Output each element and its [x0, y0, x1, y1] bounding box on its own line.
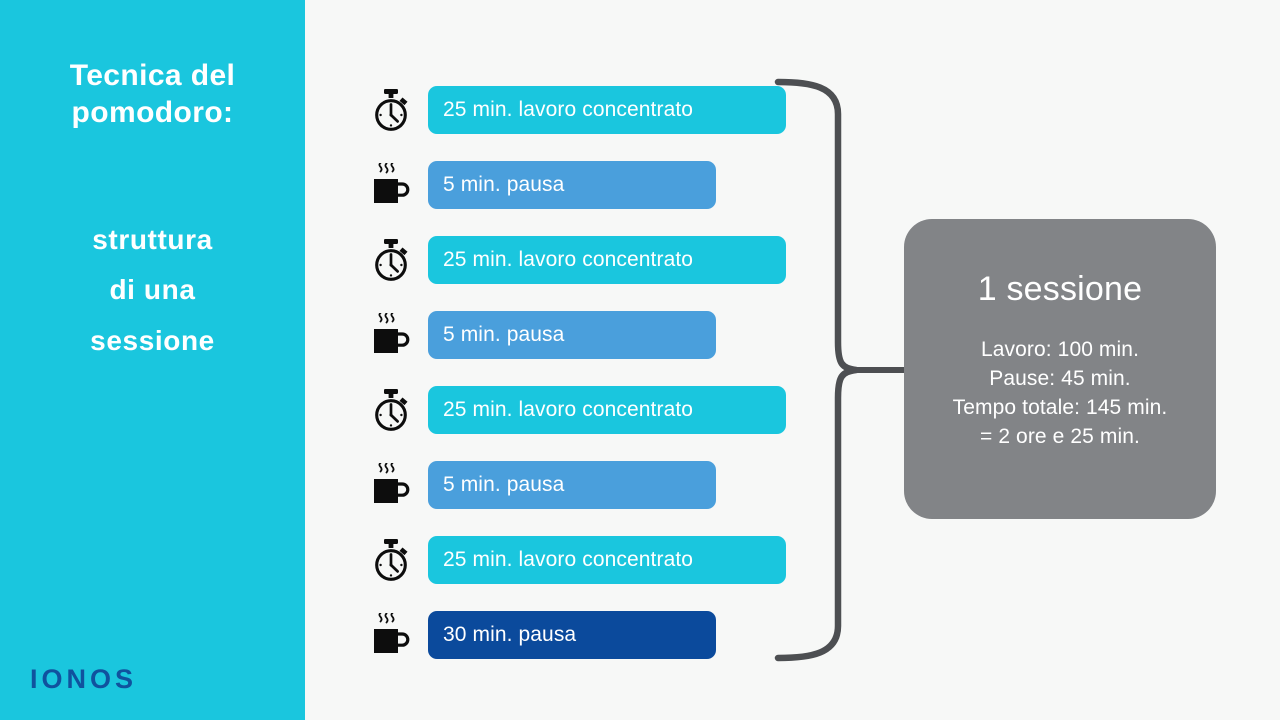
page-subtitle: struttura di una sessione	[0, 215, 305, 366]
list-item: 25 min. lavoro concentrato	[368, 84, 786, 136]
ionos-logo: IONOS	[30, 664, 138, 694]
summary-stat-total: Tempo totale: 145 min.	[952, 395, 1168, 419]
list-item: 25 min. lavoro concentrato	[368, 234, 786, 286]
schedule-bar-work: 25 min. lavoro concentrato	[428, 536, 786, 584]
schedule-list: 25 min. lavoro concentrato 5 min. pausa	[368, 84, 786, 684]
schedule-bar-work: 25 min. lavoro concentrato	[428, 386, 786, 434]
summary-card: 1 sessione Lavoro: 100 min. Pause: 45 mi…	[904, 219, 1216, 519]
summary-stats: Lavoro: 100 min. Pause: 45 min. Tempo to…	[904, 336, 1216, 452]
stopwatch-icon	[368, 234, 414, 286]
stopwatch-icon	[368, 84, 414, 136]
schedule-bar-work: 25 min. lavoro concentrato	[428, 86, 786, 134]
curly-brace-icon	[770, 70, 920, 670]
page-title: Tecnica del pomodoro:	[0, 58, 305, 131]
page-title-line-2: pomodoro:	[71, 95, 234, 129]
list-item: 5 min. pausa	[368, 159, 786, 211]
summary-stat-work: Lavoro: 100 min.	[980, 337, 1140, 361]
page-subtitle-line-2: di una	[109, 274, 196, 306]
stopwatch-icon	[368, 384, 414, 436]
coffee-mug-icon	[368, 159, 414, 211]
schedule-bar-pause: 5 min. pausa	[428, 161, 716, 209]
schedule-bar-pause: 5 min. pausa	[428, 461, 716, 509]
page-subtitle-line-1: struttura	[92, 224, 213, 255]
coffee-mug-icon	[368, 609, 414, 661]
summary-stat-pause: Pause: 45 min.	[989, 366, 1131, 390]
schedule-bar-long-pause: 30 min. pausa	[428, 611, 716, 659]
summary-title: 1 sessione	[977, 270, 1143, 308]
stopwatch-icon	[368, 534, 414, 586]
page-title-line-1: Tecnica del	[69, 59, 236, 92]
schedule-bar-pause: 5 min. pausa	[428, 311, 716, 359]
left-title-panel: Tecnica del pomodoro: struttura di una s…	[0, 0, 305, 720]
schedule-bar-work: 25 min. lavoro concentrato	[428, 236, 786, 284]
list-item: 30 min. pausa	[368, 609, 786, 661]
summary-stat-total-hours: = 2 ore e 25 min.	[980, 424, 1140, 448]
coffee-mug-icon	[368, 459, 414, 511]
coffee-mug-icon	[368, 309, 414, 361]
page-subtitle-line-3: sessione	[90, 324, 215, 356]
list-item: 25 min. lavoro concentrato	[368, 534, 786, 586]
list-item: 5 min. pausa	[368, 459, 786, 511]
list-item: 25 min. lavoro concentrato	[368, 384, 786, 436]
list-item: 5 min. pausa	[368, 309, 786, 361]
